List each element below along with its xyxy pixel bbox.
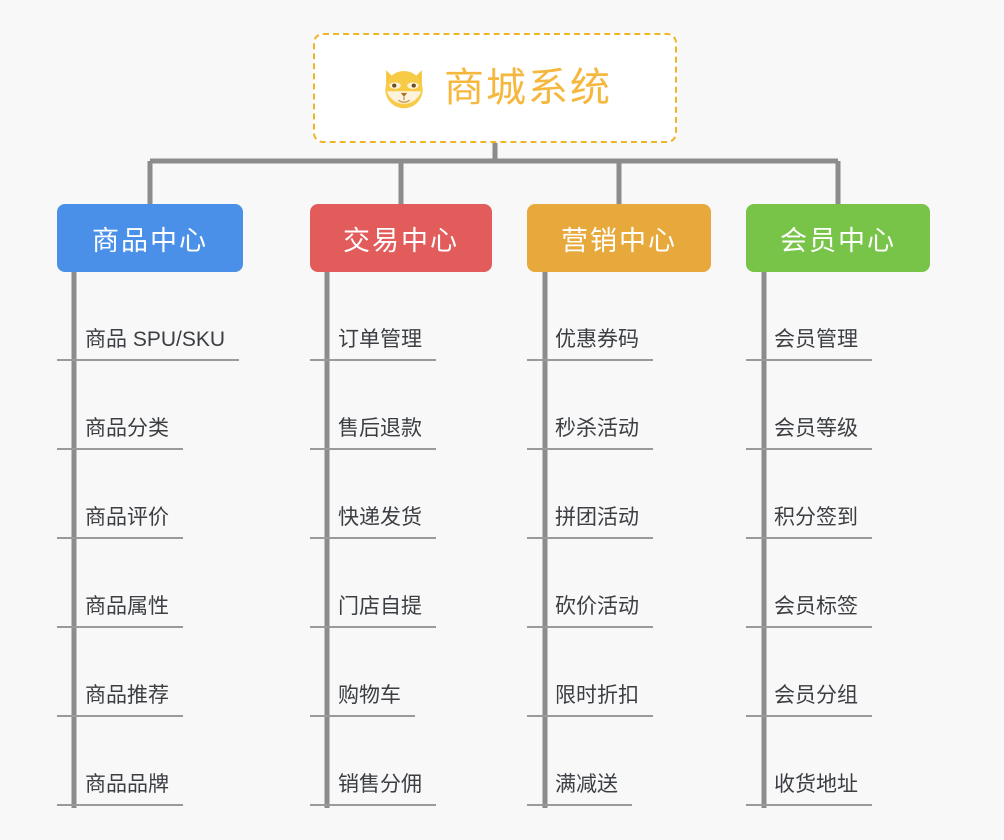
branch-column: 会员中心会员管理会员等级积分签到会员标签会员分组收货地址 — [746, 204, 930, 806]
leaf-item-label: 砍价活动 — [527, 596, 653, 628]
leaf-item[interactable]: 会员管理 — [746, 272, 930, 361]
leaf-item-label: 秒杀活动 — [527, 418, 653, 450]
leaf-item-label: 会员等级 — [746, 418, 872, 450]
leaf-item-label: 限时折扣 — [527, 685, 653, 717]
leaf-list: 商品 SPU/SKU 商品分类商品评价商品属性商品推荐商品品牌 — [57, 272, 243, 806]
shiba-dog-face-icon — [385, 70, 423, 110]
leaf-item[interactable]: 收货地址 — [746, 717, 930, 806]
leaf-list: 优惠券码秒杀活动拼团活动砍价活动限时折扣满减送 — [527, 272, 711, 806]
leaf-item-label: 会员管理 — [746, 329, 872, 361]
leaf-item-label: 订单管理 — [310, 329, 436, 361]
branch-header[interactable]: 会员中心 — [746, 204, 930, 272]
leaf-list: 订单管理售后退款快递发货门店自提购物车销售分佣 — [310, 272, 492, 806]
leaf-item-label: 会员标签 — [746, 596, 872, 628]
leaf-item[interactable]: 优惠券码 — [527, 272, 711, 361]
leaf-item-label: 商品分类 — [57, 418, 183, 450]
leaf-item-label: 快递发货 — [310, 507, 436, 539]
leaf-item-label: 售后退款 — [310, 418, 436, 450]
branch-header[interactable]: 商品中心 — [57, 204, 243, 272]
leaf-item[interactable]: 会员分组 — [746, 628, 930, 717]
leaf-item-label: 优惠券码 — [527, 329, 653, 361]
branch-column: 交易中心订单管理售后退款快递发货门店自提购物车销售分佣 — [310, 204, 492, 806]
leaf-item[interactable]: 商品属性 — [57, 539, 243, 628]
leaf-item-label: 积分签到 — [746, 507, 872, 539]
leaf-item-label: 会员分组 — [746, 685, 872, 717]
root-title: 商城系统 — [444, 66, 612, 110]
leaf-item-label: 销售分佣 — [310, 774, 436, 806]
leaf-item-label: 购物车 — [310, 685, 415, 717]
leaf-item-label: 满减送 — [527, 774, 632, 806]
leaf-item-label: 商品推荐 — [57, 685, 183, 717]
leaf-item[interactable]: 订单管理 — [310, 272, 492, 361]
leaf-item[interactable]: 限时折扣 — [527, 628, 711, 717]
leaf-item[interactable]: 砍价活动 — [527, 539, 711, 628]
leaf-item[interactable]: 商品推荐 — [57, 628, 243, 717]
leaf-item[interactable]: 拼团活动 — [527, 450, 711, 539]
leaf-item-label: 商品品牌 — [57, 774, 183, 806]
leaf-item[interactable]: 会员标签 — [746, 539, 930, 628]
leaf-item-label: 商品 SPU/SKU — [57, 329, 240, 361]
leaf-item[interactable]: 会员等级 — [746, 361, 930, 450]
leaf-item-label: 商品评价 — [57, 507, 183, 539]
leaf-item[interactable]: 商品品牌 — [57, 717, 243, 806]
leaf-item[interactable]: 秒杀活动 — [527, 361, 711, 450]
root-node[interactable]: 商城系统 — [313, 33, 677, 143]
leaf-item[interactable]: 积分签到 — [746, 450, 930, 539]
leaf-item[interactable]: 商品分类 — [57, 361, 243, 450]
leaf-item[interactable]: 商品评价 — [57, 450, 243, 539]
leaf-item[interactable]: 购物车 — [310, 628, 492, 717]
leaf-item[interactable]: 快递发货 — [310, 450, 492, 539]
leaf-item-label: 收货地址 — [746, 774, 872, 806]
branch-column: 营销中心优惠券码秒杀活动拼团活动砍价活动限时折扣满减送 — [527, 204, 711, 806]
leaf-item-label: 门店自提 — [310, 596, 436, 628]
branch-column: 商品中心商品 SPU/SKU 商品分类商品评价商品属性商品推荐商品品牌 — [57, 204, 243, 806]
leaf-item-label: 商品属性 — [57, 596, 183, 628]
leaf-item[interactable]: 门店自提 — [310, 539, 492, 628]
leaf-item[interactable]: 满减送 — [527, 717, 711, 806]
leaf-item[interactable]: 商品 SPU/SKU — [57, 272, 243, 361]
branch-header[interactable]: 营销中心 — [527, 204, 711, 272]
leaf-list: 会员管理会员等级积分签到会员标签会员分组收货地址 — [746, 272, 930, 806]
branch-header[interactable]: 交易中心 — [310, 204, 492, 272]
leaf-item[interactable]: 销售分佣 — [310, 717, 492, 806]
leaf-item[interactable]: 售后退款 — [310, 361, 492, 450]
leaf-item-label: 拼团活动 — [527, 507, 653, 539]
